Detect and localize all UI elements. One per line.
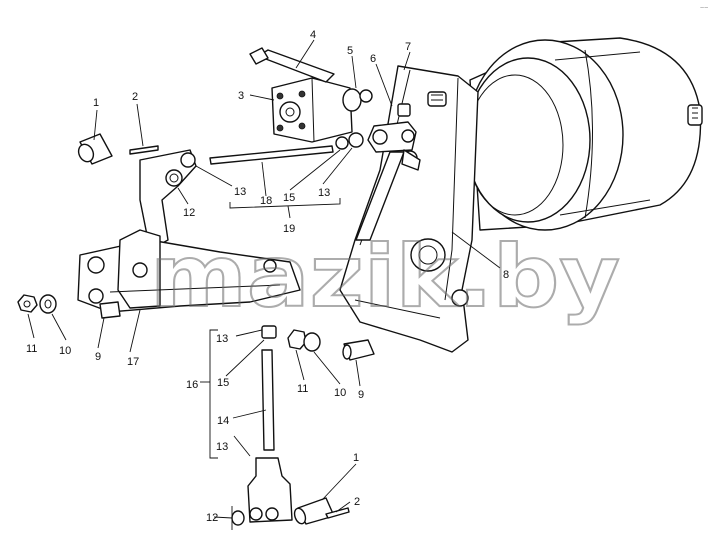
callout-numbers: 1 2 3 4 5 6 7 8 9 9 10 10 11 11 12 12 13…: [26, 29, 509, 524]
callout-15-b: 15: [217, 377, 229, 389]
pin-1-top: [77, 133, 159, 165]
callout-11-right: 11: [297, 383, 308, 395]
bracket-17: [77, 229, 301, 319]
callout-17: 17: [127, 356, 139, 368]
callout-13-c: 13: [216, 333, 228, 345]
callout-18: 18: [260, 195, 272, 207]
callout-13-b: 13: [318, 187, 330, 199]
callout-1: 1: [93, 97, 99, 109]
callout-5: 5: [347, 45, 353, 57]
callout-10-left: 10: [59, 345, 71, 357]
housing-3: [249, 47, 373, 150]
callout-12-bottom: 12: [206, 512, 218, 524]
nut-washer-pin-right: [287, 329, 375, 361]
callout-16: 16: [186, 379, 198, 391]
callout-1-bottom: 1: [353, 452, 359, 464]
pin-1-bottom: [293, 497, 350, 525]
callout-19: 19: [283, 223, 295, 235]
watermark-text: mazik.by: [150, 227, 620, 327]
callout-7: 7: [405, 41, 411, 53]
rod-assembly-16: [231, 325, 293, 530]
callout-6: 6: [370, 53, 376, 65]
callout-11-left: 11: [26, 343, 37, 355]
callout-2: 2: [132, 91, 138, 103]
callout-13-d: 13: [216, 441, 228, 453]
callout-8: 8: [503, 269, 509, 281]
callout-15-a: 15: [283, 192, 295, 204]
callout-10-right: 10: [334, 387, 346, 399]
callout-12-top: 12: [183, 207, 195, 219]
callout-9-left: 9: [95, 351, 101, 363]
brake-chamber: [465, 37, 703, 231]
fork-lever-6: [355, 103, 421, 241]
corner-mark: ~~: [700, 5, 708, 12]
nut-washer-left: [17, 294, 57, 314]
lever-12: [139, 149, 197, 251]
callout-14: 14: [217, 415, 229, 427]
callout-3: 3: [238, 90, 244, 102]
callout-9-right: 9: [358, 389, 364, 401]
rod-18: [209, 145, 334, 165]
leader-lines: [27, 39, 501, 519]
callout-13-a: 13: [234, 186, 246, 198]
callout-4: 4: [310, 29, 316, 41]
callout-2-bottom: 2: [354, 496, 360, 508]
